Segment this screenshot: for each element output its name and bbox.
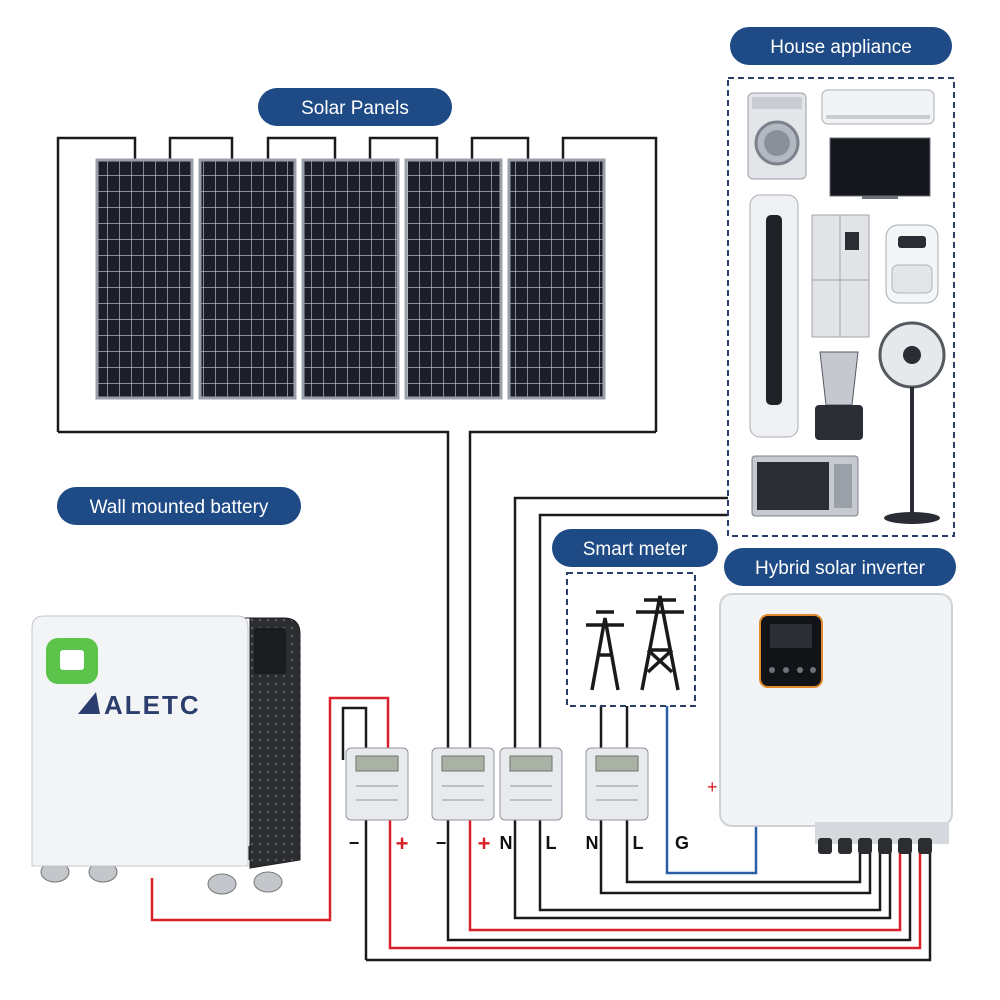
inverter-port-icon bbox=[818, 838, 932, 854]
solar-panel bbox=[198, 158, 297, 400]
terminal-label: N bbox=[586, 833, 599, 853]
label-smart-meter: Smart meter bbox=[552, 529, 718, 567]
television-icon bbox=[829, 137, 931, 199]
terminal-label: + bbox=[396, 831, 409, 856]
terminal-labels: − + − + N L N L G bbox=[349, 831, 689, 856]
hybrid-solar-inverter: + bbox=[707, 593, 953, 854]
energy-meters bbox=[345, 747, 649, 821]
tower-ac-icon bbox=[749, 194, 799, 438]
air-conditioner-icon bbox=[821, 89, 935, 125]
solar-panel bbox=[95, 158, 194, 400]
solar-panels bbox=[95, 158, 606, 400]
wall-mounted-battery: ALETC bbox=[31, 615, 301, 895]
label-wall-battery: Wall mounted battery bbox=[57, 487, 301, 525]
energy-meter-icon bbox=[585, 747, 649, 821]
terminal-label: + bbox=[478, 831, 491, 856]
label-hybrid-inverter: Hybrid solar inverter bbox=[724, 548, 956, 586]
energy-meter-icon bbox=[499, 747, 563, 821]
transmission-tower-icon bbox=[586, 595, 684, 691]
smart-meter-box bbox=[566, 572, 696, 707]
svg-text:Wall mounted battery: Wall mounted battery bbox=[90, 497, 269, 518]
terminal-label: − bbox=[436, 833, 447, 853]
washing-machine-icon bbox=[747, 92, 807, 180]
terminal-label: G bbox=[675, 833, 689, 853]
energy-meter-icon bbox=[345, 747, 409, 821]
svg-text:Solar Panels: Solar Panels bbox=[301, 98, 409, 119]
solar-panel bbox=[507, 158, 606, 400]
brand-name: ALETC bbox=[104, 690, 201, 720]
solar-panel bbox=[404, 158, 503, 400]
microwave-icon bbox=[751, 455, 859, 517]
blender-icon bbox=[815, 351, 863, 440]
svg-text:House appliance: House appliance bbox=[770, 37, 912, 58]
terminal-label: N bbox=[500, 833, 513, 853]
house-appliance-box bbox=[727, 77, 955, 537]
refrigerator-icon bbox=[811, 214, 870, 338]
wiring bbox=[56, 136, 932, 962]
label-solar-panels: Solar Panels bbox=[258, 88, 452, 126]
solar-panel bbox=[301, 158, 400, 400]
terminal-label: − bbox=[349, 833, 360, 853]
terminal-label: L bbox=[546, 833, 557, 853]
svg-text:Hybrid solar inverter: Hybrid solar inverter bbox=[755, 558, 926, 579]
standing-fan-icon bbox=[878, 321, 946, 524]
svg-text:Smart meter: Smart meter bbox=[583, 539, 688, 560]
svg-text:+: + bbox=[707, 777, 718, 797]
brand-logo-icon bbox=[78, 692, 100, 714]
label-house-appliance: House appliance bbox=[730, 27, 952, 65]
terminal-label: L bbox=[633, 833, 644, 853]
energy-meter-icon bbox=[431, 747, 495, 821]
air-fryer-icon bbox=[885, 224, 939, 304]
